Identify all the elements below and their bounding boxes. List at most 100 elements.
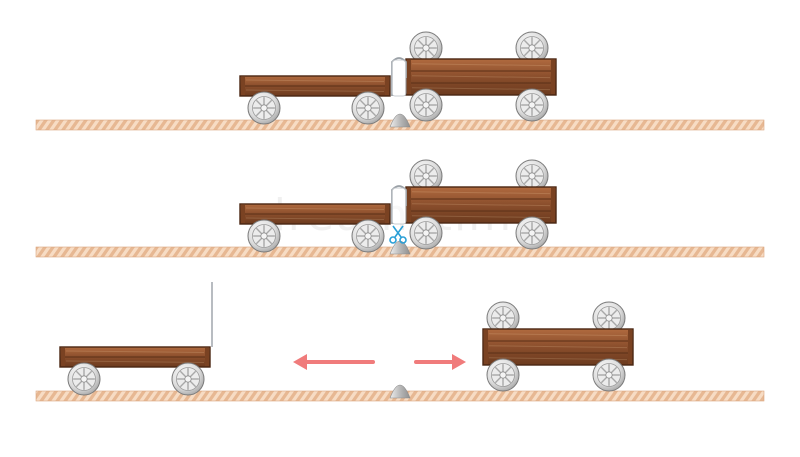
wheel-spoke bbox=[600, 366, 608, 374]
wheel-spoke bbox=[417, 224, 425, 232]
wheel-spoke bbox=[533, 234, 541, 242]
wheel-icon bbox=[351, 219, 385, 253]
wheel-icon bbox=[486, 358, 520, 392]
wheel-icon bbox=[515, 216, 549, 250]
cart-wood-grain bbox=[411, 191, 551, 195]
wheel-hub bbox=[528, 101, 536, 109]
wheel-spoke bbox=[255, 227, 263, 235]
cart-end-post bbox=[551, 188, 555, 222]
wheel-spoke bbox=[75, 380, 83, 388]
wheel-spoke bbox=[523, 177, 531, 185]
wheel-spoke bbox=[523, 234, 531, 242]
wheel-spoke bbox=[523, 224, 531, 232]
wheel-spoke bbox=[75, 370, 83, 378]
wheel-spoke bbox=[427, 167, 435, 175]
cart-icon bbox=[482, 301, 634, 392]
cart-icon bbox=[405, 159, 557, 250]
wheel-spoke bbox=[359, 227, 367, 235]
wheel-icon bbox=[171, 362, 205, 396]
wheel-icon bbox=[592, 358, 626, 392]
wheel-spoke bbox=[600, 319, 608, 327]
wheel-spoke bbox=[494, 309, 502, 317]
wheel-spoke bbox=[427, 224, 435, 232]
wheel-spoke bbox=[533, 167, 541, 175]
cart-wood-grain bbox=[411, 203, 551, 207]
cart-end-post bbox=[484, 330, 488, 364]
wheel-spoke bbox=[523, 167, 531, 175]
wheel-spoke bbox=[600, 376, 608, 384]
wheel-hub bbox=[605, 371, 613, 379]
pivot-icon bbox=[389, 240, 411, 255]
wheel-spoke bbox=[417, 234, 425, 242]
wheel-spoke bbox=[533, 177, 541, 185]
wheel-hub bbox=[260, 232, 268, 240]
wheel-spoke bbox=[610, 309, 618, 317]
wheel-spoke bbox=[369, 227, 377, 235]
cart-wood-grain bbox=[65, 360, 205, 363]
wheel-spoke bbox=[523, 96, 531, 104]
panel-3 bbox=[35, 282, 765, 402]
cart-end-post bbox=[628, 330, 632, 364]
wheel-spoke bbox=[255, 237, 263, 245]
wheel-spoke bbox=[504, 309, 512, 317]
wheel-hub bbox=[499, 371, 507, 379]
wheel-icon bbox=[409, 31, 443, 65]
wheel-spoke bbox=[427, 177, 435, 185]
cart-icon bbox=[239, 203, 391, 253]
wheel-spoke bbox=[369, 237, 377, 245]
cart-end-post bbox=[241, 77, 245, 95]
wheel-spoke bbox=[85, 380, 93, 388]
wheel-hub bbox=[364, 232, 372, 240]
wheel-icon bbox=[409, 159, 443, 193]
panel-1 bbox=[35, 31, 765, 131]
wheel-spoke bbox=[427, 106, 435, 114]
cart-wood-grain bbox=[245, 89, 385, 92]
cart-wood-grain bbox=[488, 345, 628, 349]
wheel-spoke bbox=[533, 224, 541, 232]
scissors-icon bbox=[389, 225, 407, 244]
cart-icon bbox=[405, 31, 557, 122]
arrow-head bbox=[293, 354, 307, 370]
wheel-spoke bbox=[265, 109, 273, 117]
arrow-head bbox=[452, 354, 466, 370]
cart-icon bbox=[239, 75, 391, 125]
wheel-hub bbox=[499, 314, 507, 322]
cart-wood-grain bbox=[411, 75, 551, 79]
compressed-spring bbox=[391, 59, 407, 97]
wheel-icon bbox=[351, 91, 385, 125]
wheel-spoke bbox=[504, 376, 512, 384]
wheel-spoke bbox=[417, 167, 425, 175]
cart-wood-grain bbox=[488, 333, 628, 337]
cart-end-post bbox=[407, 60, 411, 94]
cart-wood-grain bbox=[245, 217, 385, 220]
wheel-spoke bbox=[189, 370, 197, 378]
wheel-spoke bbox=[523, 39, 531, 47]
wheel-spoke bbox=[265, 99, 273, 107]
arrow-right-icon bbox=[414, 354, 466, 370]
cart-wood-grain bbox=[245, 207, 385, 210]
wheel-hub bbox=[528, 44, 536, 52]
wheel-spoke bbox=[427, 39, 435, 47]
cart-end-post bbox=[241, 205, 245, 223]
cart-end-post bbox=[385, 205, 389, 223]
wheel-spoke bbox=[610, 366, 618, 374]
cart-end-post bbox=[385, 77, 389, 95]
compressed-spring bbox=[391, 187, 407, 225]
wheel-spoke bbox=[255, 99, 263, 107]
wheel-spoke bbox=[359, 99, 367, 107]
scissors-handle bbox=[389, 236, 397, 244]
wheel-hub bbox=[260, 104, 268, 112]
cart-wood-grain bbox=[411, 63, 551, 67]
wheel-spoke bbox=[533, 106, 541, 114]
scissors-blade bbox=[392, 225, 402, 238]
wheel-spoke bbox=[417, 39, 425, 47]
wheel-spoke bbox=[359, 109, 367, 117]
cart-end-post bbox=[407, 188, 411, 222]
cart-icon bbox=[59, 346, 211, 396]
wheel-spoke bbox=[523, 49, 531, 57]
cart-body bbox=[239, 203, 391, 225]
wheel-spoke bbox=[417, 49, 425, 57]
wheel-spoke bbox=[523, 106, 531, 114]
wheel-spoke bbox=[265, 237, 273, 245]
wheel-spoke bbox=[494, 366, 502, 374]
